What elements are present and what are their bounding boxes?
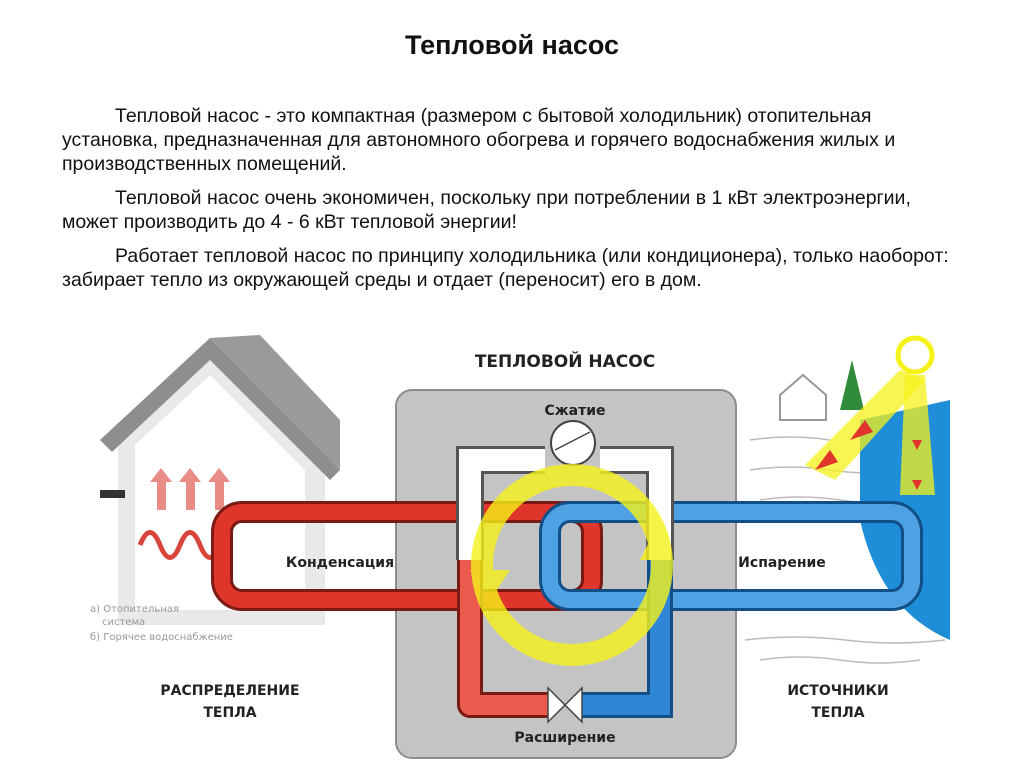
label-condensation: Конденсация [286, 555, 394, 571]
diagram-header: ТЕПЛОВОЙ НАСОС [475, 350, 655, 372]
left-caption-line2: ТЕПЛА [203, 705, 256, 721]
faucet-icon [100, 490, 125, 498]
paragraph-efficiency: Тепловой насос очень экономичен, посколь… [62, 187, 911, 233]
legend-item-a-cont: система [102, 617, 145, 628]
right-caption-line2: ТЕПЛА [811, 705, 864, 721]
page-title: Тепловой насос [404, 30, 620, 60]
body-text: Тепловой насос - это компактная (размеро… [62, 104, 957, 302]
left-caption-line1: РАСПРЕДЕЛЕНИЕ [160, 683, 299, 699]
floor-heating-coil-icon [137, 530, 223, 560]
heat-source-illustration [744, 335, 950, 664]
house-illustration [100, 335, 340, 625]
cycle-arrow-icon [470, 464, 673, 666]
label-evaporation: Испарение [738, 555, 826, 571]
label-compression: Сжатие [544, 403, 605, 419]
label-expansion: Расширение [514, 730, 615, 746]
expansion-valve-icon [547, 686, 583, 724]
paragraph-definition: Тепловой насос - это компактная (размеро… [62, 105, 896, 175]
sun-icon [895, 335, 935, 375]
right-caption-line1: ИСТОЧНИКИ [787, 683, 888, 699]
compressor-icon [550, 420, 596, 466]
heat-arrows-icon [150, 468, 230, 510]
legend-item-b: б) Горячее водоснабжение [90, 632, 233, 643]
condenser-circuit [211, 501, 603, 718]
legend-item-a: а) Отопительная [90, 604, 179, 615]
paragraph-principle: Работает тепловой насос по принципу холо… [62, 245, 949, 291]
